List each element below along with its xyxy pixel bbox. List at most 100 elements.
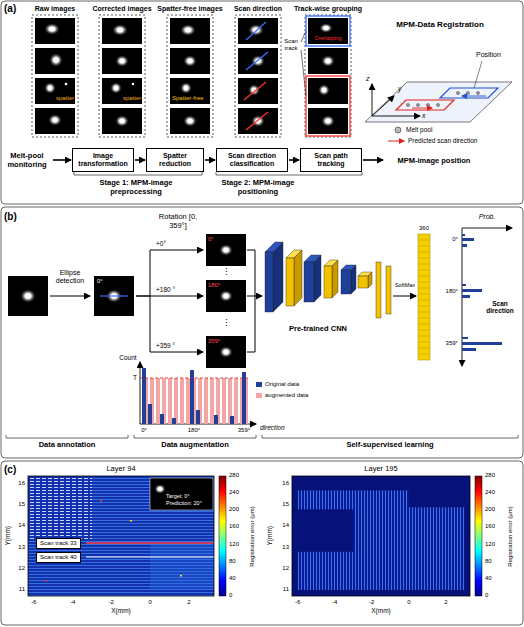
tick-label: 0 xyxy=(407,599,410,606)
layer-label: 360 xyxy=(419,225,429,232)
column-title: Raw images xyxy=(35,5,75,13)
callout-box: Scan track 33 xyxy=(36,538,81,549)
axis-label: X(mm) xyxy=(111,607,131,614)
flow-arrow xyxy=(53,159,71,161)
colorbar-tick: 80 xyxy=(485,558,492,565)
plot-title: Layer 195 xyxy=(364,465,397,474)
axis-label: y xyxy=(398,85,402,93)
annotation: Scan track xyxy=(282,38,301,52)
tick-label: 12 xyxy=(18,565,25,572)
column-title: Track-wise grouping xyxy=(294,5,362,13)
legend-text: Predicted scan direction xyxy=(408,137,477,144)
plot-title: Layer 94 xyxy=(106,465,135,474)
step-label: Rotation [0, 359°] xyxy=(151,213,205,230)
inset-annotation: Prediction: 20° xyxy=(166,500,202,506)
tick-label: -4 xyxy=(332,599,337,606)
tick-label: -2 xyxy=(109,599,114,606)
image-annotation: spatter xyxy=(56,95,74,102)
image-annotation: 180° xyxy=(208,282,220,289)
section-label: Self-supervised learning xyxy=(346,441,433,450)
stage-label: Stage 2: MPM-image positioning xyxy=(203,179,313,196)
tick-label: 11 xyxy=(283,586,289,593)
tick-label: 13 xyxy=(282,544,289,551)
axis-label: T xyxy=(133,374,137,381)
flow-arrow xyxy=(363,159,383,161)
node-text: Scan path tracking xyxy=(303,152,359,169)
node-text: Scan track 40 xyxy=(40,554,77,561)
section-label: Data augmentation xyxy=(161,441,229,450)
colorbar-tick: 160 xyxy=(485,523,495,530)
colorbar-tick: 280 xyxy=(485,472,495,479)
process-box: Scan direction classification xyxy=(216,148,288,173)
image-annotation: Spatter-free xyxy=(172,95,204,102)
tick-label: -6 xyxy=(31,599,36,606)
layer-label: SoftMax xyxy=(395,282,415,288)
axis-label: direction xyxy=(260,424,285,431)
legend-text: Melt pool xyxy=(406,126,432,133)
flow-arrow xyxy=(205,159,215,161)
panel-title: MPM-Data Registration xyxy=(396,20,484,29)
tick-label: 16 xyxy=(18,480,25,487)
column-title: Scan direction xyxy=(234,5,282,13)
colorbar-tick: 80 xyxy=(229,558,236,565)
tick-label: 15 xyxy=(18,501,25,508)
axis-label: Y(mm) xyxy=(4,526,11,546)
node-text: Image transformation xyxy=(75,152,131,169)
output-label: Scan direction xyxy=(484,300,516,315)
legend-swatch xyxy=(256,393,262,398)
flow-arrow xyxy=(289,159,299,161)
tick-label: 180° xyxy=(446,288,458,295)
image-annotation: 0° xyxy=(208,236,214,243)
node-text: MPM-image position xyxy=(385,156,483,165)
panel-label: (a) xyxy=(4,3,16,15)
tick-label: 359° xyxy=(238,427,250,434)
axis-label: Count xyxy=(119,354,136,361)
legend-swatch xyxy=(256,382,262,387)
tick-label: 2 xyxy=(187,599,190,606)
tick-label: 14 xyxy=(282,522,289,529)
axis-label: Prob. xyxy=(479,213,496,221)
colorbar-tick: 40 xyxy=(485,575,492,582)
stage-label: Stage 1: MPM-image preprocessing xyxy=(78,179,194,196)
flow-arrow xyxy=(135,159,145,161)
flow-text: Melt-pool monitoring xyxy=(2,149,52,171)
rotation-label: +180 ° xyxy=(156,286,175,293)
network-label: Pre-trained CNN xyxy=(289,325,347,334)
tick-label: 2 xyxy=(444,599,447,606)
tick-label: -2 xyxy=(369,599,374,606)
rotation-label: +359 ° xyxy=(156,342,175,349)
colorbar-tick: 0 xyxy=(485,592,488,599)
axis-label: z xyxy=(366,75,370,83)
panel-label: (c) xyxy=(4,464,16,476)
column-title: Spatter-free images xyxy=(157,5,222,13)
panel-label: (b) xyxy=(4,211,17,223)
tick-label: 0° xyxy=(141,427,147,434)
colorbar-tick: 200 xyxy=(229,506,239,513)
node-text: Scan track 33 xyxy=(40,540,77,547)
node-text: Spatter reduction xyxy=(149,152,201,169)
tick-label: 15 xyxy=(282,501,289,508)
colorbar-tick: 0 xyxy=(229,592,232,599)
axis-label: X(mm) xyxy=(371,607,391,614)
colorbar-tick: 40 xyxy=(229,575,236,582)
axis-label: x xyxy=(422,112,426,120)
colorbar-tick: 240 xyxy=(485,489,495,496)
rotation-label: +0° xyxy=(156,240,166,247)
tick-label: -6 xyxy=(295,599,300,606)
tick-label: 16 xyxy=(282,480,289,487)
colorbar-tick: 120 xyxy=(485,541,495,548)
tick-label: 0° xyxy=(452,236,458,243)
inset-annotation: Target: 0° xyxy=(166,493,190,499)
section-label: Data annotation xyxy=(39,441,96,450)
tick-label: 11 xyxy=(19,586,25,593)
colorbar-tick: 240 xyxy=(229,489,239,496)
image-annotation: spatter xyxy=(123,95,141,102)
colorbar-tick: 200 xyxy=(485,506,495,513)
ellipsis: ⋮ xyxy=(222,318,231,328)
node-text: Scan direction classification xyxy=(219,152,285,169)
tick-label: 359° xyxy=(446,340,458,347)
tick-label: 13 xyxy=(18,544,25,551)
node-text: Melt-pool monitoring xyxy=(3,151,51,169)
colorbar-tick: 280 xyxy=(229,472,239,479)
